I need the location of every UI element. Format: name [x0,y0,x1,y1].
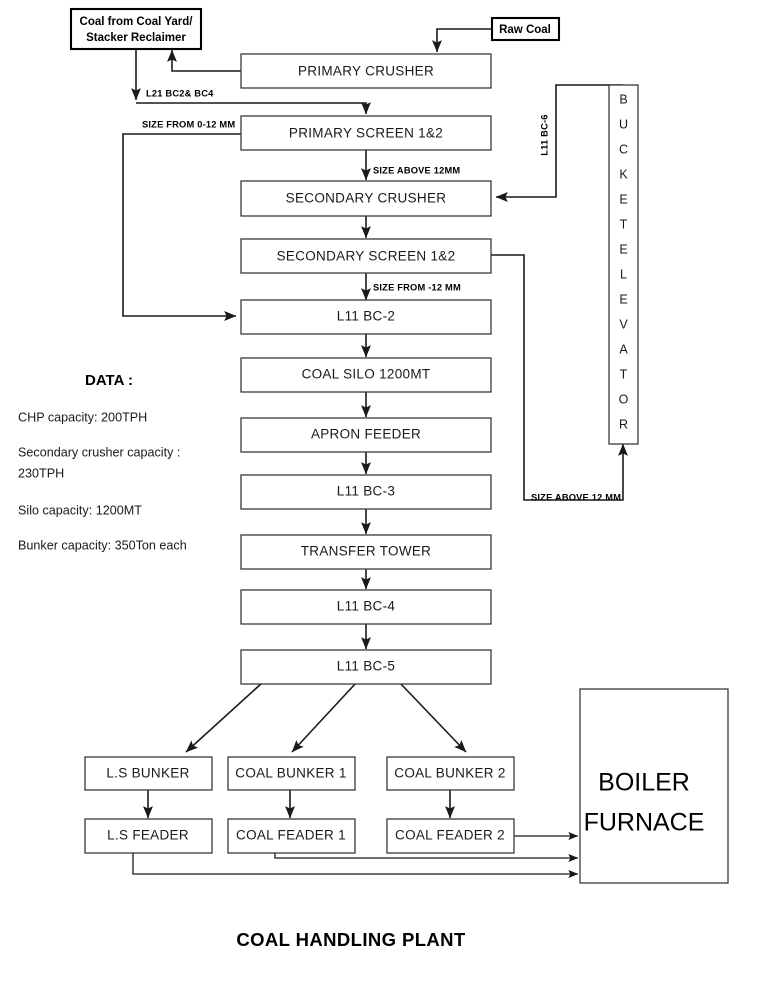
node-bucket-elevator[interactable]: B U C K E T E L E V A T O R [608,84,639,445]
data-panel-line-4: Bunker capacity: 350Ton each [18,538,187,552]
node-raw-coal-label: Raw Coal [499,24,551,36]
node-bc2[interactable]: L11 BC-2 [240,299,492,335]
node-coal-feader-2[interactable]: COAL FEADER 2 [386,818,515,854]
node-secondary-screen-label: SECONDARY SCREEN 1&2 [277,249,456,264]
node-ls-feader[interactable]: L.S FEADER [84,818,213,854]
svg-text:U: U [619,117,628,131]
svg-text:L: L [620,267,627,281]
node-secondary-screen[interactable]: SECONDARY SCREEN 1&2 [240,238,492,274]
node-bc4[interactable]: L11 BC-4 [240,589,492,625]
node-bc3[interactable]: L11 BC-3 [240,474,492,510]
node-coal-yard-label-line1: Coal from Coal Yard/ [80,16,194,28]
connector-coal-feader-1-to-boiler [274,853,579,863]
svg-text:E: E [619,292,627,306]
node-coal-feader-1-label: COAL FEADER 1 [236,828,346,843]
node-bc3-label: L11 BC-3 [337,484,395,499]
node-transfer-tower[interactable]: TRANSFER TOWER [240,534,492,570]
data-panel-line-3: Silo capacity: 1200MT [18,503,142,517]
connector-primary-crusher-to-coal-yard [167,49,241,72]
node-bc2-label: L11 BC-2 [337,309,395,324]
node-primary-crusher-label: PRIMARY CRUSHER [298,64,434,79]
node-bucket-elevator-label: B U C K E T E L E V A T O R [619,92,629,431]
connector-l21-to-primary-screen [136,102,371,115]
connector-bc5-to-coal-bunker-2 [399,682,467,753]
node-transfer-tower-label: TRANSFER TOWER [301,544,431,559]
node-secondary-crusher-label: SECONDARY CRUSHER [286,191,447,206]
node-coal-yard[interactable]: Coal from Coal Yard/ Stacker Reclaimer [69,7,203,51]
svg-text:O: O [619,392,629,406]
edge-label-size-0-12: SIZE FROM 0-12 MM [142,119,235,129]
connector-bc5-to-coal-bunker-1 [291,682,357,753]
svg-text:R: R [619,417,628,431]
svg-text:B: B [619,92,627,106]
svg-text:C: C [619,142,628,156]
data-panel-line-2: 230TPH [18,466,64,480]
node-coal-bunker-2[interactable]: COAL BUNKER 2 [386,756,515,791]
connector-bc5-to-ls-bunker [185,682,263,753]
node-primary-screen-label: PRIMARY SCREEN 1&2 [289,126,443,141]
svg-text:E: E [619,192,627,206]
edge-label-l11-bc6: L11 BC-6 [539,114,549,155]
node-ls-bunker[interactable]: L.S BUNKER [84,756,213,791]
node-boiler-furnace[interactable]: BOILER FURNACE [579,688,729,884]
node-primary-screen[interactable]: PRIMARY SCREEN 1&2 [240,115,492,151]
node-bc5-label: L11 BC-5 [337,659,395,674]
node-boiler-furnace-label-line2: FURNACE [584,809,705,837]
data-panel-heading: DATA : [85,372,133,389]
svg-text:V: V [619,317,628,331]
node-bc5[interactable]: L11 BC-5 [240,649,492,685]
data-panel-line-0: CHP capacity: 200TPH [18,410,147,424]
node-ls-bunker-label: L.S BUNKER [106,766,189,781]
edge-label-size-above-12mm: SIZE ABOVE 12MM [373,165,460,175]
data-panel: DATA : CHP capacity: 200TPH Secondary cr… [18,372,187,552]
connector-size-0-12-to-bc2 [122,133,241,321]
svg-text:K: K [619,167,628,181]
node-coal-feader-1[interactable]: COAL FEADER 1 [227,818,356,854]
node-secondary-crusher[interactable]: SECONDARY CRUSHER [240,180,492,217]
connector-raw-coal-to-primary-crusher [432,28,492,53]
connector-size-above-12mm-to-bucket-elevator [491,254,628,501]
node-boiler-furnace-label-line1: BOILER [598,769,690,797]
edge-label-size-from-minus-12: SIZE FROM -12 MM [373,282,461,292]
svg-text:E: E [619,242,627,256]
connector-ls-feader-to-boiler [132,853,579,879]
node-coal-silo[interactable]: COAL SILO 1200MT [240,357,492,393]
svg-text:A: A [619,342,628,356]
node-coal-bunker-2-label: COAL BUNKER 2 [394,766,505,781]
connector-l11-bc6-to-secondary-crusher [495,84,623,202]
page-title: COAL HANDLING PLANT [236,929,466,950]
edge-label-l21-bc2-bc4: L21 BC2& BC4 [146,88,214,98]
svg-text:T: T [620,217,628,231]
node-primary-crusher[interactable]: PRIMARY CRUSHER [240,53,492,89]
node-apron-feeder[interactable]: APRON FEEDER [240,417,492,453]
node-raw-coal[interactable]: Raw Coal [490,16,561,42]
node-coal-bunker-1[interactable]: COAL BUNKER 1 [227,756,356,791]
node-coal-bunker-1-label: COAL BUNKER 1 [235,766,346,781]
node-coal-yard-label-line2: Stacker Reclaimer [86,32,186,44]
svg-text:T: T [620,367,628,381]
node-ls-feader-label: L.S FEADER [107,828,189,843]
node-coal-feader-2-label: COAL FEADER 2 [395,828,505,843]
node-apron-feeder-label: APRON FEEDER [311,427,421,442]
node-bc4-label: L11 BC-4 [337,599,396,614]
data-panel-line-1: Secondary crusher capacity : [18,445,180,459]
edge-label-size-above-12-mm: SIZE ABOVE 12 MM [531,492,621,502]
node-coal-silo-label: COAL SILO 1200MT [302,367,431,382]
